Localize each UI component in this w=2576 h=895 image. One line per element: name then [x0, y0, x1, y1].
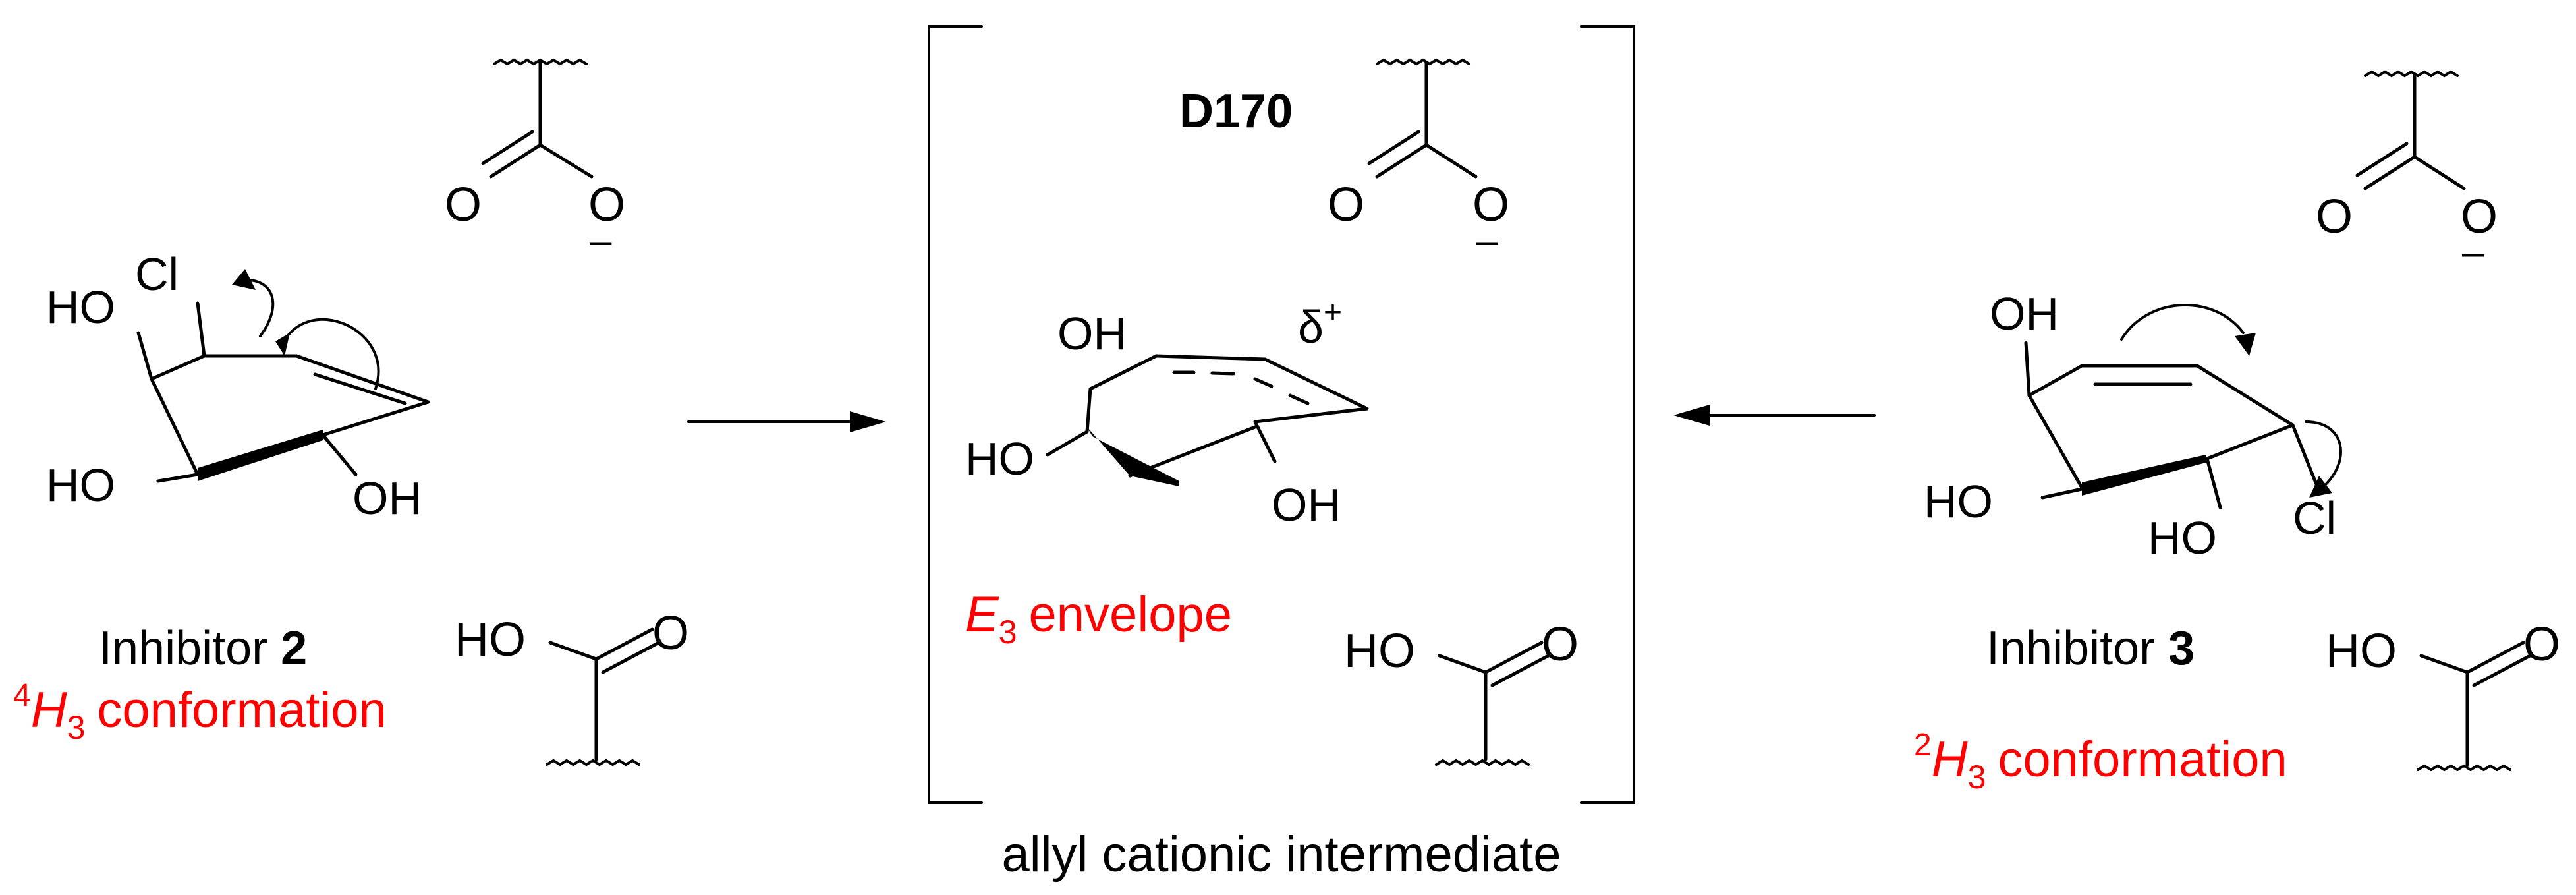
inhibitor-3-word: Inhibitor — [1986, 622, 2155, 675]
inhibitor-3-ho-bottom: HO — [2148, 512, 2217, 563]
inhibitor-3-structure — [2024, 304, 2342, 509]
delta-symbol: δ — [1298, 301, 1324, 353]
right-carboxylate — [2355, 70, 2466, 190]
inhibitor-2-ho-bottom: HO — [46, 459, 115, 511]
inhibitor-2-structure — [136, 269, 430, 483]
top-left-carboxylate — [481, 58, 594, 179]
conf-right-superscript: 2 — [1914, 728, 1932, 763]
right-reaction-arrow — [1673, 405, 1876, 426]
conf-left-h: H — [31, 682, 67, 738]
inhibitor-3-ho-left: HO — [1924, 476, 1993, 527]
inhibitor-3-label: Inhibitor 3 — [1986, 622, 2195, 675]
bottom-left-carbonyl-o: O — [652, 607, 689, 660]
conf-left-subscript: 3 — [67, 709, 86, 746]
middle-carboxylate — [1367, 58, 1478, 179]
right-acid-hydroxyl: HO — [2326, 625, 2397, 678]
inhibitor-3-conformation: 2H3 conformation — [1914, 728, 2287, 795]
conf-left-superscript: 4 — [13, 678, 31, 713]
env-subscript: 3 — [999, 614, 1017, 650]
conf-right-h: H — [1932, 732, 1968, 788]
middle-charge: – — [1476, 218, 1498, 262]
inhibitor-3-oh-top: OH — [1990, 288, 2059, 339]
top-left-charge: – — [590, 218, 612, 262]
conf-right-word: conformation — [1998, 732, 2287, 788]
right-anion-o: O — [2461, 190, 2498, 243]
right-carboxylic-acid — [2417, 641, 2532, 772]
delta-plus-sign: + — [1324, 295, 1342, 330]
inhibitor-2-conformation: 4H3 conformation — [13, 678, 387, 746]
conf-right-subscript: 3 — [1968, 759, 1986, 795]
e3-envelope-label: E3 envelope — [965, 587, 1232, 650]
inhibitor-2-number: 2 — [281, 622, 307, 675]
d170-label: D170 — [1179, 85, 1293, 138]
intermediate-structure — [1046, 354, 1369, 486]
conf-left-word: conformation — [97, 682, 386, 738]
intermediate-brackets — [928, 25, 1635, 804]
middle-anion-o: O — [1472, 179, 1509, 231]
intermediate-oh-bottom: OH — [1272, 479, 1341, 531]
intermediate-oh-top: OH — [1057, 308, 1127, 359]
left-reaction-arrow — [687, 411, 886, 432]
middle-acid-carbonyl-o: O — [1542, 618, 1579, 671]
intermediate-caption: allyl cationic intermediate — [1001, 826, 1561, 882]
inhibitor-2-ho-top: HO — [46, 281, 115, 333]
right-carbonyl-o: O — [2316, 190, 2353, 243]
bottom-left-hydroxyl: HO — [455, 614, 526, 666]
inhibitor-3-number: 3 — [2168, 622, 2195, 675]
inhibitor-2-label: Inhibitor 2 — [99, 622, 307, 675]
middle-carbonyl-o: O — [1328, 179, 1364, 231]
inhibitor-2-oh: OH — [352, 473, 422, 524]
right-acid-carbonyl-o: O — [2523, 618, 2560, 671]
env-word: envelope — [1029, 587, 1233, 643]
inhibitor-2-cl: Cl — [135, 248, 179, 300]
env-e: E — [965, 587, 999, 643]
delta-plus: δ+ — [1298, 295, 1342, 353]
bottom-left-carboxylic-acid — [546, 627, 661, 766]
top-left-carbonyl-o: O — [445, 179, 482, 231]
inhibitor-2-word: Inhibitor — [99, 622, 267, 675]
inhibitor-3-cl: Cl — [2293, 492, 2336, 544]
middle-acid-hydroxyl: HO — [1344, 625, 1415, 678]
top-left-anion-o: O — [588, 179, 625, 231]
intermediate-ho-left: HO — [965, 433, 1034, 484]
middle-carboxylic-acid — [1435, 641, 1550, 766]
right-charge: – — [2462, 230, 2484, 274]
